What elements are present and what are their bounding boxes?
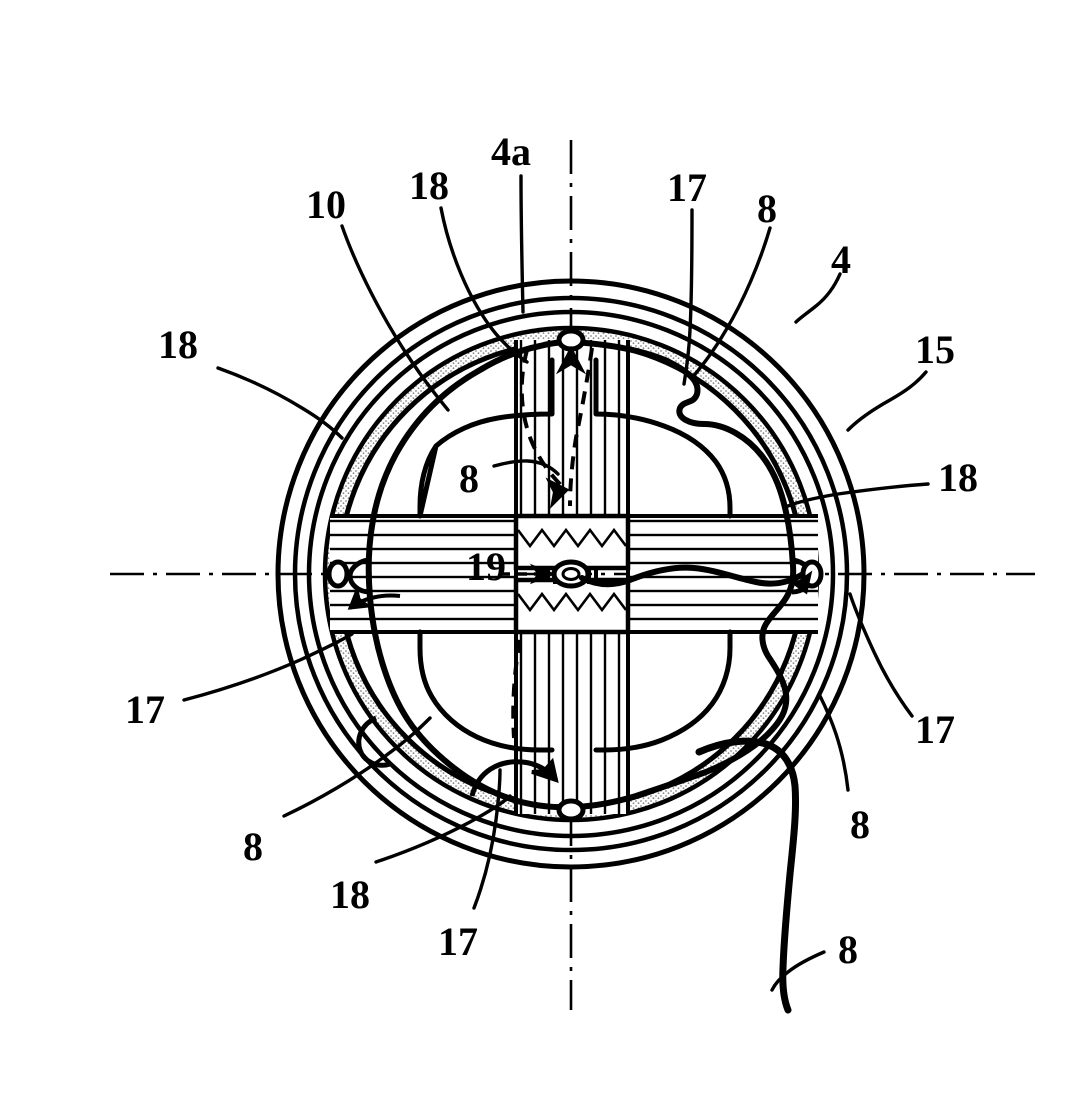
leader-4a — [519, 174, 525, 314]
coil-inner-contour — [417, 357, 733, 753]
arrow-head-top-left — [545, 477, 570, 509]
leader-lines — [182, 174, 930, 992]
ref-label-17-left: 17 — [125, 687, 165, 732]
dashed-arc-top-left — [519, 349, 568, 492]
ref-label-8-bottom-left: 8 — [243, 824, 263, 869]
arm-bottom-hatched — [516, 634, 628, 814]
leader-8-tail — [770, 950, 826, 992]
eyelet-left — [326, 559, 350, 589]
leader-18-right — [786, 482, 930, 508]
ref-label-8-inner: 8 — [459, 456, 479, 501]
dashed-arc-bottom — [511, 639, 522, 739]
ref-label-10: 10 — [306, 182, 346, 227]
leader-18-top1 — [439, 206, 529, 364]
break-zigzag-top — [516, 527, 628, 549]
ref-label-18-right: 18 — [938, 455, 978, 500]
ref-label-4: 4 — [831, 237, 851, 282]
arrow-head-bottom — [531, 757, 559, 784]
eyelet-bottom — [556, 798, 586, 822]
ref-label-17-bottom: 17 — [438, 919, 478, 964]
leader-17-top — [682, 208, 694, 386]
ref-label-19: 19 — [466, 544, 506, 589]
leader-10 — [340, 224, 450, 412]
ref-label-18-left: 18 — [158, 322, 198, 367]
leader-8-inner — [492, 459, 560, 476]
central-hub — [513, 513, 631, 635]
hub-block-top — [513, 513, 631, 571]
leader-17-left — [182, 632, 354, 702]
ref-label-18-bottom: 18 — [330, 872, 370, 917]
center-eyelet-inner — [561, 567, 581, 581]
break-zigzag-bottom — [516, 591, 628, 613]
arm-left-hatched — [330, 516, 515, 632]
wire-eyelets — [326, 328, 824, 822]
ref-label-8-top-right: 8 — [757, 186, 777, 231]
arrow-head-19 — [529, 563, 557, 585]
ref-label-4a: 4a — [491, 129, 531, 174]
cable-irregular-loop — [365, 339, 797, 811]
arrow-head-up — [555, 345, 587, 375]
arrow-head-right-edge — [787, 570, 813, 595]
dashed-arc-top-right — [568, 347, 594, 507]
ref-label-17-right: 17 — [915, 707, 955, 752]
leader-8-topright — [690, 226, 772, 380]
leader-17-bottom — [472, 768, 502, 910]
loop-bump-left — [347, 557, 371, 595]
cable-strand-mid — [579, 564, 806, 588]
leader-8-botright — [818, 694, 850, 792]
leader-17-right — [848, 592, 914, 718]
ref-label-17-top: 17 — [667, 165, 707, 210]
motion-indicators — [347, 345, 813, 797]
leader-4 — [794, 272, 842, 324]
leader-18-bottom — [374, 794, 512, 864]
arrow-head-inner-left — [347, 584, 372, 610]
loop-bump-lower-left — [356, 715, 391, 768]
leader-8-botleft — [282, 716, 432, 818]
ref-label-8-tail: 8 — [838, 927, 858, 972]
ref-label-8-bottom-right: 8 — [850, 802, 870, 847]
cable-tail-exit — [695, 737, 800, 1014]
ref-label-15: 15 — [915, 327, 955, 372]
ref-label-18-top: 18 — [409, 163, 449, 208]
hub-block-bottom — [513, 577, 631, 635]
leader-18-left — [216, 366, 344, 440]
leader-15 — [846, 370, 928, 432]
